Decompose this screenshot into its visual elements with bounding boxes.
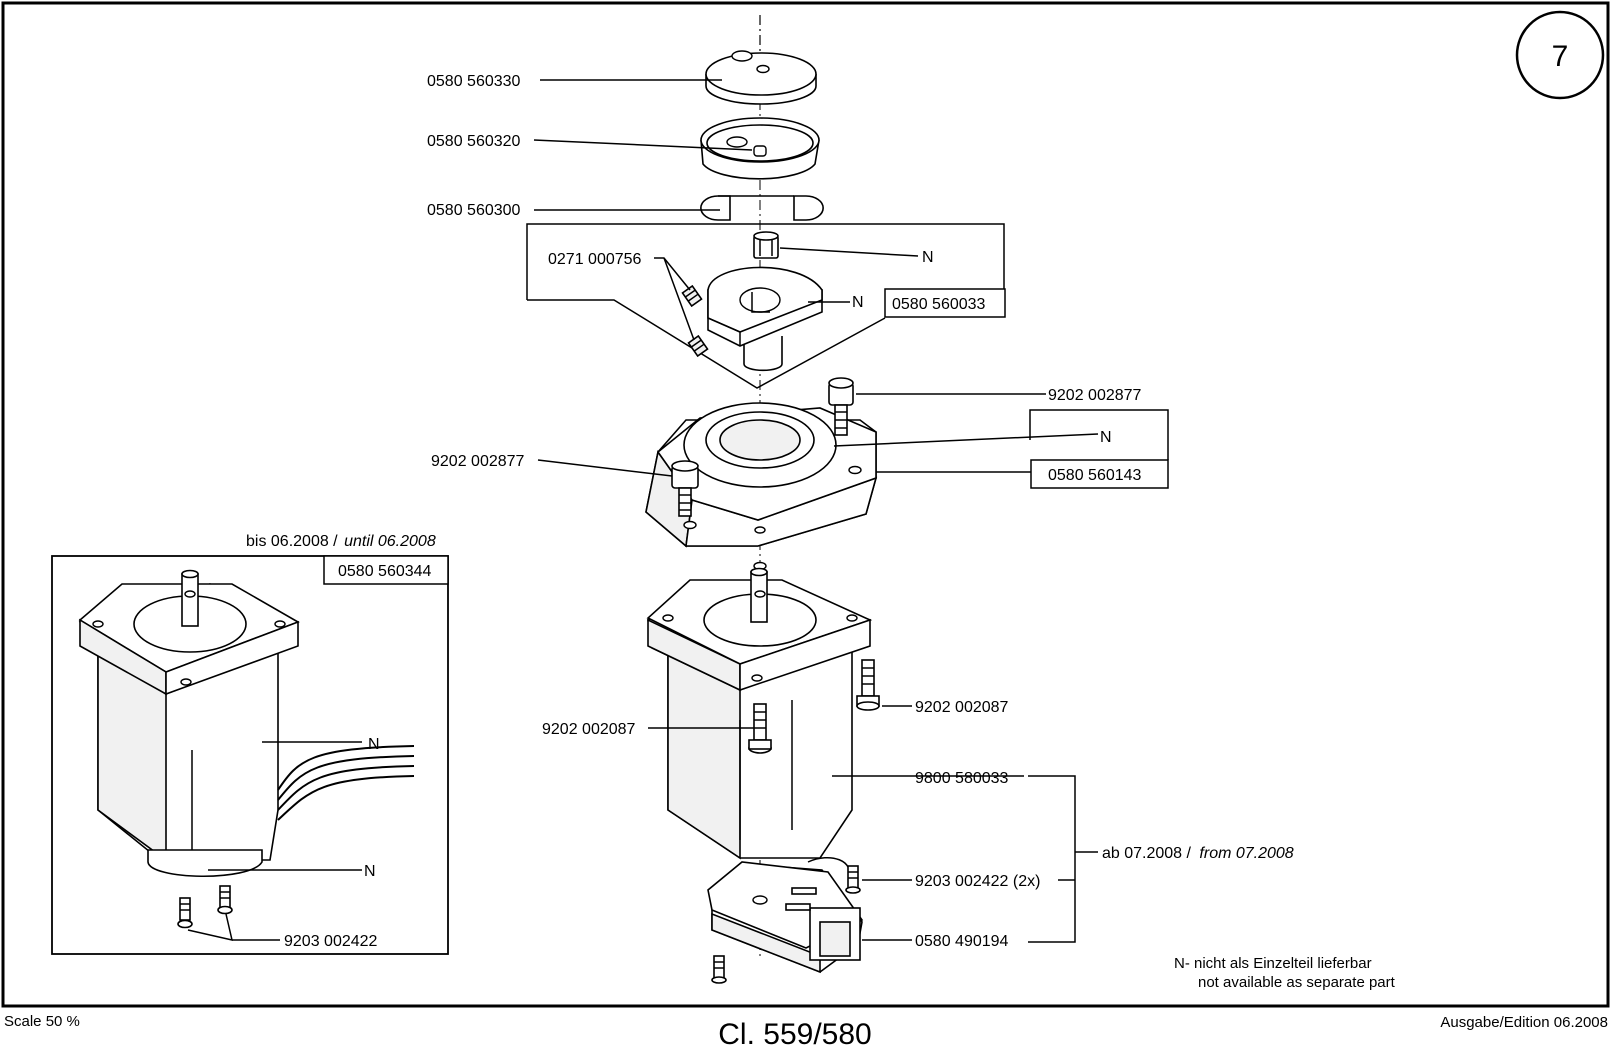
leader-old-screws bbox=[187, 913, 280, 941]
label-old-screws: 9203 002422 bbox=[284, 933, 378, 950]
legend-line-1: N- nicht als Einzelteil lieferbar bbox=[1174, 955, 1372, 972]
footer-scale: Scale 50 % bbox=[4, 1013, 80, 1030]
part-motor-screw-right bbox=[856, 659, 880, 711]
label-560330: 0580 560330 bbox=[427, 73, 521, 90]
label-assy-560033: 0580 560033 bbox=[892, 296, 986, 313]
drawing-frame bbox=[1, 1, 1610, 1008]
part-grub-screws bbox=[681, 284, 709, 358]
leader-n-flange bbox=[833, 433, 1099, 447]
part-disc-560330 bbox=[705, 50, 817, 105]
label-until-de: bis 06.2008 / bbox=[246, 533, 338, 550]
part-old-motor bbox=[78, 569, 415, 878]
part-pin bbox=[753, 231, 779, 259]
legend-line-2: not available as separate part bbox=[1198, 974, 1396, 991]
label-n-old-motor: N bbox=[368, 736, 380, 753]
label-560320: 0580 560320 bbox=[427, 133, 521, 150]
label-n-housing: N bbox=[852, 294, 864, 311]
label-assy-560344: 0580 560344 bbox=[338, 563, 432, 580]
assy-box-560143 bbox=[1030, 459, 1169, 489]
label-motor-screw-left: 9202 002087 bbox=[542, 721, 636, 738]
part-screw-flange-right bbox=[828, 377, 854, 436]
part-housing bbox=[707, 266, 823, 372]
label-motor-screw-right: 9202 002087 bbox=[915, 699, 1009, 716]
part-board bbox=[707, 857, 864, 974]
part-old-screws bbox=[177, 885, 233, 929]
leader-pin bbox=[779, 247, 919, 257]
assy-box-560033 bbox=[884, 288, 1006, 318]
label-n-pin: N bbox=[922, 249, 934, 266]
label-motor: 9800 580033 bbox=[915, 770, 1009, 787]
label-n-flange: N bbox=[1100, 429, 1112, 446]
leader-000756 bbox=[654, 257, 695, 341]
page-number: 7 bbox=[1552, 40, 1569, 73]
assembly-bracket-560033 bbox=[526, 223, 1005, 300]
label-until-en: until 06.2008 bbox=[344, 533, 436, 550]
label-from-de: ab 07.2008 / from 07.2008 bbox=[1102, 845, 1294, 862]
label-from-en-text: from 07.2008 bbox=[1199, 845, 1293, 862]
label-from-de-text: ab 07.2008 / bbox=[1102, 845, 1192, 862]
footer-model: Cl. 559/580 bbox=[718, 1018, 871, 1051]
label-board: 0580 490194 bbox=[915, 933, 1009, 950]
part-clips-560300 bbox=[700, 195, 824, 221]
label-until: bis 06.2008 / until 06.2008 bbox=[246, 533, 436, 550]
label-screw-right: 9202 002877 bbox=[1048, 387, 1142, 404]
label-assy-560143: 0580 560143 bbox=[1048, 467, 1142, 484]
page-number-badge: 7 bbox=[1515, 10, 1605, 100]
part-screw-flange-left bbox=[671, 460, 699, 517]
label-560300: 0580 560300 bbox=[427, 202, 521, 219]
assy-box-560344 bbox=[323, 555, 449, 585]
part-board-screws bbox=[711, 865, 861, 984]
part-cup-560320 bbox=[700, 117, 820, 180]
label-board-screw: 9203 002422 (2x) bbox=[915, 873, 1040, 890]
leader-560320 bbox=[533, 139, 753, 151]
bracket-from-2008 bbox=[1028, 775, 1076, 943]
bracket-n-flange bbox=[1029, 409, 1169, 460]
part-flange bbox=[645, 402, 878, 571]
leader-screw-left bbox=[537, 459, 673, 477]
label-000756: 0271 000756 bbox=[548, 251, 642, 268]
label-screw-left: 9202 002877 bbox=[431, 453, 525, 470]
footer-edition: Ausgabe/Edition 06.2008 bbox=[1440, 1014, 1608, 1031]
part-motor-screw-left bbox=[748, 703, 772, 754]
label-n-old-base: N bbox=[364, 863, 376, 880]
assembly-bracket-560033-lines bbox=[527, 299, 886, 389]
